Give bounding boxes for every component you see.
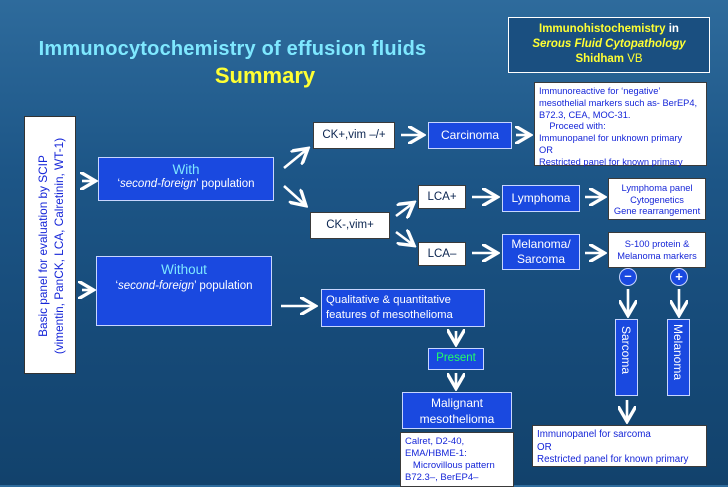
lymphoma-box: Lymphoma bbox=[502, 185, 580, 212]
with-rest: ’ population bbox=[196, 178, 255, 190]
ck-negative-box: CK-,vim+ bbox=[310, 212, 390, 239]
malignant-line2: mesothelioma bbox=[419, 412, 495, 426]
reference-box: Immunohistochemistry in Serous Fluid Cyt… bbox=[508, 17, 710, 73]
qualitative-line1: Qualitative & quantitative bbox=[326, 294, 451, 306]
melanoma-vertical-label: Melanoma bbox=[671, 324, 685, 381]
basic-panel-box: Basic panel for evaluation by SCIP (vime… bbox=[24, 116, 76, 374]
ref-line3-b: VB bbox=[624, 53, 643, 65]
sarcoma-vertical-label: Sarcoma bbox=[619, 326, 633, 375]
qualitative-box: Qualitative & quantitative features of m… bbox=[321, 289, 485, 327]
plus-badge: + bbox=[670, 268, 688, 286]
carcinoma-note-l1: Immunoreactive for ‘negative’ bbox=[539, 86, 661, 96]
lymphoma-panel-l1: Lymphoma panel bbox=[621, 183, 693, 193]
sarcoma-panel-l3: Restricted panel for known primary bbox=[537, 454, 689, 465]
meso-note-l3: Microvillous pattern bbox=[405, 460, 495, 471]
without-box: Without ‘second-foreign’ population bbox=[96, 256, 272, 326]
page-subtitle: Summary bbox=[214, 63, 316, 88]
lymphoma-panel-l2: Cytogenetics bbox=[630, 194, 684, 205]
arrow-ckneg-to-lcaneg bbox=[395, 232, 412, 244]
ref-line3-a: Shidham bbox=[575, 53, 624, 65]
ref-line2: Serous Fluid Cytopathology bbox=[532, 38, 686, 50]
malignant-mesothelioma-box: Malignant mesothelioma bbox=[402, 392, 512, 429]
mesothelioma-note: Calret, D2-40, EMA/HBME-1: Microvillous … bbox=[400, 432, 514, 487]
present-box: Present bbox=[428, 348, 484, 370]
carcinoma-note-l7: Restricted panel for known primary bbox=[539, 156, 683, 167]
qualitative-line2: features of mesothelioma bbox=[326, 309, 453, 321]
s100-l1: S-100 protein & bbox=[624, 239, 690, 249]
meso-note-l1: Calret, D2-40, bbox=[405, 436, 465, 447]
without-quote: ‘ bbox=[115, 280, 119, 292]
with-box: With ‘second-foreign’ population bbox=[98, 157, 274, 201]
page-title: Immunocytochemistry of effusion fluids bbox=[38, 38, 427, 60]
s100-box: S-100 protein & Melanoma markers bbox=[608, 232, 706, 268]
carcinoma-note-l3: B72.3, CEA, MOC-31. bbox=[539, 109, 631, 120]
melanoma-sarcoma-line2: Sarcoma bbox=[516, 252, 566, 266]
without-rest: ’ population bbox=[194, 280, 253, 292]
melanoma-vertical-box: Melanoma bbox=[667, 319, 690, 396]
carcinoma-note-l5: Immunopanel for unknown primary bbox=[539, 133, 683, 144]
s100-l2: Melanoma markers bbox=[617, 250, 697, 261]
sarcoma-panel-l1: Immunopanel for sarcoma bbox=[537, 429, 651, 440]
melanoma-sarcoma-line1: Melanoma/ bbox=[511, 237, 571, 251]
sarcoma-panel-box: Immunopanel for sarcoma OR Restricted pa… bbox=[532, 425, 707, 467]
carcinoma-box: Carcinoma bbox=[428, 122, 512, 149]
ref-line1-a: Immunohistochemistry bbox=[539, 23, 666, 35]
meso-note-l4: B72.3–, BerEP4– bbox=[405, 472, 479, 483]
with-italic: second-foreign bbox=[120, 178, 197, 190]
minus-badge: – bbox=[619, 268, 637, 286]
melanoma-sarcoma-box: Melanoma/ Sarcoma bbox=[502, 234, 580, 270]
with-quote: ‘ bbox=[117, 178, 121, 190]
arrow-with-to-ckpos bbox=[283, 150, 306, 170]
without-italic: second-foreign bbox=[118, 280, 195, 292]
arrow-with-to-ckneg bbox=[283, 185, 304, 204]
carcinoma-note-l2: mesothelial markers such as- BerEP4, bbox=[539, 97, 698, 108]
lca-negative-box: LCA– bbox=[418, 242, 466, 266]
lymphoma-panel-box: Lymphoma panel Cytogenetics Gene rearran… bbox=[608, 178, 706, 220]
with-title: With bbox=[172, 162, 200, 177]
carcinoma-note: Immunoreactive for ‘negative’ mesothelia… bbox=[534, 82, 707, 167]
carcinoma-note-l6: OR bbox=[539, 144, 553, 155]
without-title: Without bbox=[161, 262, 207, 277]
sarcoma-vertical-box: Sarcoma bbox=[615, 319, 638, 396]
meso-note-l2: EMA/HBME-1: bbox=[405, 448, 467, 459]
sarcoma-panel-l2: OR bbox=[537, 441, 552, 453]
ref-line1-b: in bbox=[665, 23, 679, 35]
arrow-ckneg-to-lcapos bbox=[395, 204, 412, 216]
malignant-line1: Malignant bbox=[430, 396, 484, 410]
lymphoma-panel-l3: Gene rearrangement bbox=[613, 206, 701, 216]
ck-positive-box: CK+,vim –/+ bbox=[313, 122, 395, 149]
lca-positive-box: LCA+ bbox=[418, 185, 466, 209]
carcinoma-note-l4: Proceed with: bbox=[539, 121, 606, 132]
